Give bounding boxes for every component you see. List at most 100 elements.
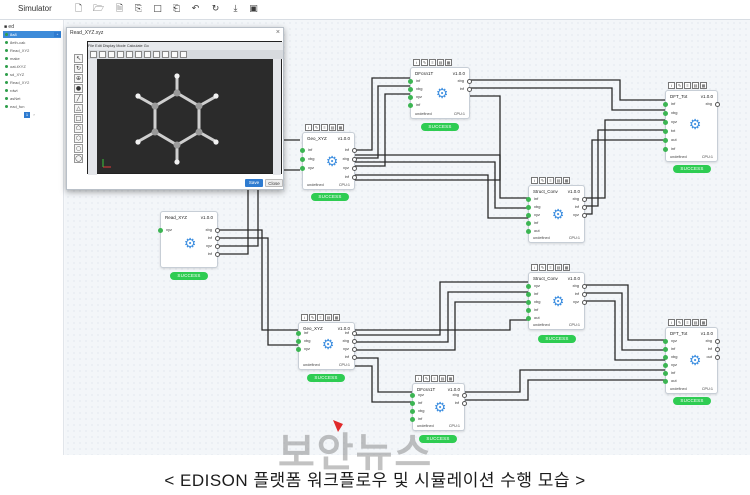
tool-icon[interactable] (108, 51, 115, 58)
undo-icon[interactable]: ↶ (191, 4, 200, 14)
output-port[interactable] (352, 157, 357, 162)
square-tool-icon[interactable]: □ (74, 114, 83, 123)
view-icon[interactable]: ▦ (447, 375, 454, 382)
export-icon[interactable]: ⎗ (172, 4, 181, 14)
input-port[interactable] (663, 355, 668, 360)
atom-tool-icon[interactable]: ● (74, 84, 83, 93)
log-icon[interactable]: ≡ (547, 177, 554, 184)
workflow-node[interactable]: Read_XYZ v1.0.0 xyz xbg inf xyz inf ⚙ (158, 211, 220, 268)
tool-icon[interactable] (117, 51, 124, 58)
tool-icon[interactable] (153, 51, 160, 58)
select-tool-icon[interactable]: ↖ (74, 54, 83, 63)
sidebar-item[interactable]: Read_XY2 (3, 79, 61, 86)
file-icon[interactable]: ▤ (439, 375, 446, 382)
info-icon[interactable]: i (668, 319, 675, 326)
sidebar-item[interactable]: ead_fun (3, 103, 61, 110)
input-port[interactable] (300, 157, 305, 162)
edit-icon[interactable]: ✎ (539, 177, 546, 184)
save-button[interactable]: Save (245, 179, 263, 187)
input-port[interactable] (526, 221, 531, 226)
view-icon[interactable]: ▦ (445, 59, 452, 66)
refresh-icon[interactable]: ↻ (211, 4, 220, 14)
pentagon-tool-icon[interactable]: ⬠ (74, 124, 83, 133)
output-port[interactable] (582, 205, 587, 210)
input-port[interactable] (663, 363, 668, 368)
input-port[interactable] (663, 147, 668, 152)
input-port[interactable] (526, 197, 531, 202)
file-icon[interactable]: ▤ (555, 264, 562, 271)
page-button[interactable]: 1 (24, 112, 30, 118)
edit-icon[interactable]: ✎ (309, 314, 316, 321)
log-icon[interactable]: ≡ (429, 59, 436, 66)
output-port[interactable] (715, 355, 720, 360)
output-port[interactable] (582, 197, 587, 202)
file-icon[interactable]: ▤ (325, 314, 332, 321)
input-port[interactable] (526, 205, 531, 210)
new-file-icon[interactable]: 🗋 (74, 4, 83, 14)
input-port[interactable] (663, 129, 668, 134)
log-icon[interactable]: ≡ (431, 375, 438, 382)
sidebar-item-selected[interactable]: 8a8 + (3, 31, 61, 38)
workflow-node[interactable]: i✎≡▤▦ DFcsn1T v1.0.0 inf xbg xyz inf xbg… (408, 59, 472, 119)
view-icon[interactable]: ▦ (700, 82, 707, 89)
file-icon[interactable]: ▤ (692, 82, 699, 89)
info-icon[interactable]: i (531, 264, 538, 271)
log-icon[interactable]: ≡ (547, 264, 554, 271)
sidebar-item[interactable]: sd_XYZ (3, 71, 61, 78)
input-port[interactable] (526, 292, 531, 297)
output-port[interactable] (582, 213, 587, 218)
edit-icon[interactable]: ✎ (676, 82, 683, 89)
file-icon[interactable]: ▤ (437, 59, 444, 66)
sidebar-item[interactable]: rdwt (3, 87, 61, 94)
copy-icon[interactable]: ⎘ (134, 4, 143, 14)
sidebar-item[interactable]: Read_XY2 (3, 47, 61, 54)
input-port[interactable] (526, 284, 531, 289)
output-port[interactable] (352, 331, 357, 336)
edit-icon[interactable]: ✎ (423, 375, 430, 382)
file-icon[interactable]: ▤ (555, 177, 562, 184)
info-icon[interactable]: i (301, 314, 308, 321)
zoom-tool-icon[interactable]: ⊕ (74, 74, 83, 83)
input-port[interactable] (526, 308, 531, 313)
close-button[interactable]: Close (265, 179, 283, 187)
output-port[interactable] (582, 284, 587, 289)
download-icon[interactable]: ⤓ (233, 4, 238, 14)
input-port[interactable] (526, 300, 531, 305)
view-icon[interactable]: ▦ (337, 124, 344, 131)
tool-icon[interactable] (144, 51, 151, 58)
input-port[interactable] (410, 417, 415, 422)
triangle-tool-icon[interactable]: △ (74, 104, 83, 113)
view-icon[interactable]: ▦ (563, 177, 570, 184)
output-port[interactable] (215, 236, 220, 241)
view-icon[interactable]: ▦ (563, 264, 570, 271)
output-port[interactable] (462, 393, 467, 398)
molecule-viewer-dialog[interactable]: Read_XYZ.xyz × ↖ ↻ ⊕ ● ╱ △ □ ⬠ ⬡ ○ ◯ Fil… (66, 27, 284, 190)
view-icon[interactable]: ▦ (700, 319, 707, 326)
output-port[interactable] (582, 292, 587, 297)
tool-icon[interactable] (171, 51, 178, 58)
input-port[interactable] (296, 347, 301, 352)
workflow-node[interactable]: i✎≡▤▦ Geo_XYZ v1.0.0 inf xbg xyz inf xbg… (296, 314, 357, 370)
output-port[interactable] (215, 244, 220, 249)
input-port[interactable] (663, 102, 668, 107)
input-port[interactable] (296, 331, 301, 336)
next-page-button[interactable]: › (33, 112, 35, 117)
input-port[interactable] (663, 120, 668, 125)
output-port[interactable] (715, 339, 720, 344)
input-port[interactable] (663, 339, 668, 344)
input-port[interactable] (408, 95, 413, 100)
input-port[interactable] (408, 79, 413, 84)
info-icon[interactable]: i (413, 59, 420, 66)
input-port[interactable] (663, 379, 668, 384)
output-port[interactable] (215, 228, 220, 233)
file-icon[interactable]: ▤ (692, 319, 699, 326)
output-port[interactable] (215, 252, 220, 257)
sidebar-item[interactable]: make (3, 55, 61, 62)
save-icon[interactable]: □ (153, 4, 162, 14)
sidebar-item[interactable]: oat-tXYZ (3, 63, 61, 70)
output-port[interactable] (715, 102, 720, 107)
output-port[interactable] (352, 166, 357, 171)
input-port[interactable] (663, 111, 668, 116)
close-icon[interactable]: × (275, 29, 280, 36)
ring-large-tool-icon[interactable]: ◯ (74, 154, 83, 163)
